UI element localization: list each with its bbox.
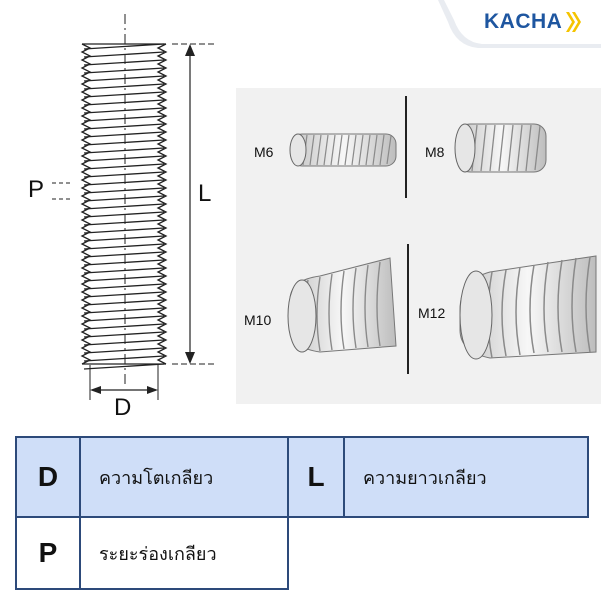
size-label-m6: M6	[254, 144, 274, 160]
legend-description-l: ความยาวเกลียว	[343, 436, 589, 518]
logo-badge	[438, 0, 601, 48]
brand-logo-mark-icon	[566, 12, 581, 32]
m10-bolt-image	[287, 257, 397, 353]
size-label-m8: M8	[425, 144, 445, 160]
m12-bolt-image	[459, 255, 597, 360]
legend-description-p: ระยะร่องเกลียว	[79, 516, 289, 590]
legend-symbol-d: D	[15, 436, 81, 518]
m6-bolt-image	[289, 133, 397, 167]
brand-logo-text: KACHA	[484, 10, 563, 33]
legend-symbol-l: L	[287, 436, 345, 518]
legend-symbol-p: P	[15, 516, 81, 590]
length-label: L	[198, 180, 212, 207]
size-label-m12: M12	[418, 305, 446, 321]
size-label-m10: M10	[244, 312, 272, 328]
legend-description-d: ความโตเกลียว	[79, 436, 289, 518]
rod-threads	[80, 43, 168, 370]
diameter-label: D	[114, 394, 132, 421]
m8-bolt-image	[454, 123, 547, 173]
pitch-label: P	[28, 176, 45, 203]
